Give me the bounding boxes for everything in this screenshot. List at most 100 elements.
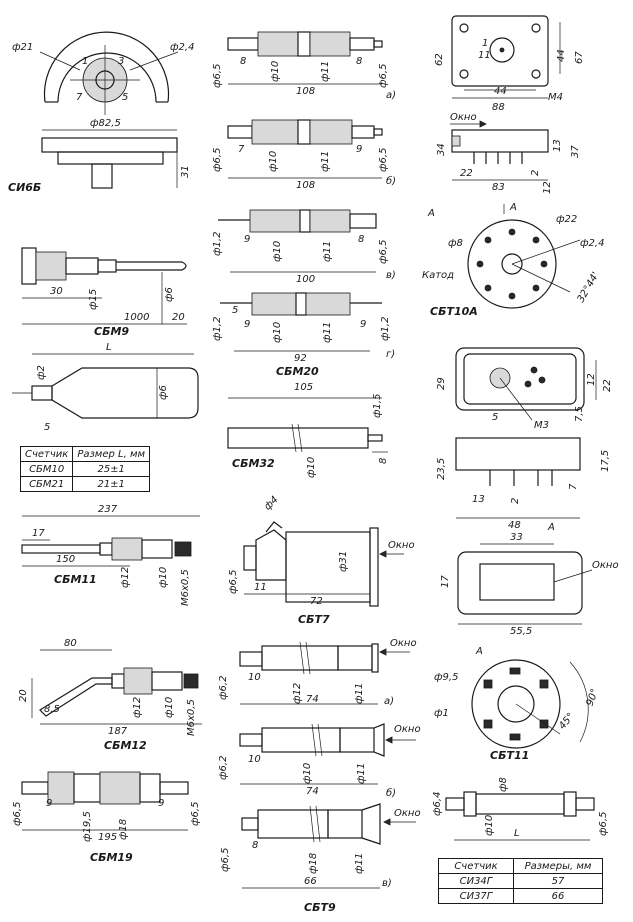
si6b-pin-5: 5 bbox=[122, 92, 129, 103]
sbm12-d12: ф12 bbox=[132, 696, 143, 718]
sbt9b-len-10: 10 bbox=[248, 754, 261, 765]
sbm19-d18: ф18 bbox=[118, 818, 129, 840]
sbt11-view: А bbox=[476, 646, 483, 657]
sbm11-thread: М6х0,5 bbox=[180, 569, 191, 606]
sbm20g-len-9-right: 9 bbox=[360, 319, 367, 330]
si34-drawing: ф6,4 ф8 ф10 ф6,5 L Счетчик Размеры, мм С… bbox=[430, 772, 630, 922]
sbm20-caption: СБМ20 bbox=[276, 365, 319, 378]
table-cell: 21±1 bbox=[72, 476, 151, 492]
sbt9v-d65: ф6,5 bbox=[220, 847, 231, 872]
sbt9v-d18: ф18 bbox=[308, 852, 319, 874]
mr-dim-75: 7,5 bbox=[574, 406, 585, 422]
sbm10-table-header: Счетчик Размер L, мм bbox=[19, 446, 151, 462]
sbm32-d15: ф1,5 bbox=[372, 393, 383, 418]
tr-dim-34: 34 bbox=[436, 143, 447, 156]
sbm20g-len-92: 92 bbox=[294, 353, 307, 364]
sbt11-d95: ф9,5 bbox=[434, 672, 459, 683]
sbm20v-len-100: 100 bbox=[296, 274, 316, 285]
sbm20b-len-9: 9 bbox=[356, 144, 363, 155]
sbm20g-d12-left: ф1,2 bbox=[212, 316, 223, 341]
sbm20v-d10: ф10 bbox=[272, 240, 283, 262]
sbm20a-tag: а) bbox=[386, 90, 397, 101]
table-cell: СБМ21 bbox=[19, 476, 74, 492]
sbt10a-d22: ф22 bbox=[556, 214, 578, 225]
sbm20a-shapes bbox=[227, 31, 383, 85]
sbt9v-len-66: 66 bbox=[304, 876, 317, 887]
sbm20a-drawing: ф6,5 8 ф10 ф11 8 ф6,5 108 а) bbox=[210, 14, 405, 104]
sbt9v-d11: ф11 bbox=[354, 852, 365, 874]
tr-dim-22: 22 bbox=[460, 168, 473, 179]
sbm20b-d65-left: ф6,5 bbox=[212, 147, 223, 172]
sbm19-len-9-left: 9 bbox=[46, 798, 53, 809]
mr-dim-13: 13 bbox=[472, 494, 485, 505]
sbt9v-len-8: 8 bbox=[252, 840, 259, 851]
sbm20a-len-108: 108 bbox=[296, 86, 316, 97]
si34-d65: ф6,5 bbox=[598, 811, 609, 836]
table-row: СБМ21 21±1 bbox=[19, 476, 151, 492]
sbm9-drawing: 30 ф15 ф6 1000 20 СБМ9 bbox=[12, 238, 202, 343]
sbm20a-len-8-right: 8 bbox=[356, 56, 363, 67]
si6b-pin-3: 3 bbox=[118, 56, 125, 67]
table-cell: 25±1 bbox=[72, 461, 151, 477]
sbm12-shapes bbox=[31, 649, 202, 725]
sbt7-shapes bbox=[243, 521, 404, 607]
sbt9v-shapes bbox=[241, 803, 416, 889]
sbt9a-shapes bbox=[239, 641, 410, 705]
sbt7-drawing: ф4 ф6,5 11 ф31 Окно 72 СБТ7 bbox=[226, 494, 426, 634]
top-right-drawing: 62 44 67 1 11 44 88 М4 Окно 34 13 37 22 … bbox=[430, 8, 630, 198]
sbm32-drawing: 105 ф1,5 8 ф10 СБМ32 bbox=[222, 378, 402, 478]
mr-dim-48: 48 bbox=[508, 520, 521, 531]
sbm19-drawing: ф6,5 9 ф19,5 ф18 9 ф6,5 195 СБМ19 bbox=[10, 760, 210, 872]
sbm10-shapes bbox=[12, 353, 199, 419]
sbm10-size-table: Счетчик Размер L, мм СБМ10 25±1 СБМ21 21… bbox=[19, 446, 151, 492]
sbm12-d10: ф10 bbox=[164, 696, 175, 718]
tr-dim-62: 62 bbox=[434, 53, 445, 66]
sbt9v-tag: в) bbox=[382, 878, 392, 889]
sbm11-d12: ф12 bbox=[120, 566, 131, 588]
table-cell: 57 bbox=[513, 873, 603, 889]
sbm9-d15: ф15 bbox=[88, 288, 99, 310]
sbt9b-d10: ф10 bbox=[302, 762, 313, 784]
sbt7-caption: СБТ7 bbox=[298, 613, 330, 626]
si6b-drawing: ф21 ф2,4 1 3 7 5 ф82,5 31 СИ6Б bbox=[8, 20, 200, 200]
table-cell: СИ34Г bbox=[438, 873, 514, 889]
table-cell: 66 bbox=[513, 888, 603, 904]
sbm20b-d10: ф10 bbox=[268, 150, 279, 172]
mr-thread: М3 bbox=[534, 420, 549, 431]
sbm20a-d10: ф10 bbox=[270, 60, 281, 82]
sbt9a-d11: ф11 bbox=[354, 682, 365, 704]
si6b-d-outer: ф21 bbox=[12, 42, 34, 53]
sbm32-caption: СБМ32 bbox=[232, 457, 275, 470]
mr-dim-22: 22 bbox=[602, 379, 613, 392]
sbm10-drawing: L ф2 ф6 5 Счетчик Размер L, мм СБМ10 25±… bbox=[12, 338, 207, 498]
sbm12-len-20: 20 bbox=[18, 689, 29, 702]
tr-pin-1: 1 bbox=[482, 38, 489, 49]
si34-table-h0: Счетчик bbox=[438, 858, 514, 874]
sbt11-d1: ф1 bbox=[434, 708, 449, 719]
sbm20v-shapes bbox=[218, 209, 377, 273]
sbm12-thread: М6х0,5 bbox=[186, 699, 197, 736]
sbt9a-d62: ф6,2 bbox=[218, 675, 229, 700]
sbm11-d10: ф10 bbox=[158, 566, 169, 588]
sbm9-len-20: 20 bbox=[172, 312, 185, 323]
sbm19-d195: ф19,5 bbox=[82, 811, 93, 842]
sbt10a-cathode: Катод bbox=[422, 270, 455, 281]
tr-dim-37: 37 bbox=[570, 145, 581, 158]
tr-dim-67: 67 bbox=[574, 51, 585, 64]
tr-dim-44-h: 44 bbox=[494, 86, 507, 97]
tr-dim-12: 12 bbox=[542, 181, 553, 194]
wb-window: Окно bbox=[592, 560, 619, 571]
mr-arrow-a: А bbox=[548, 522, 555, 533]
sbt7-len-72: 72 bbox=[310, 596, 323, 607]
si6b-height: 31 bbox=[180, 165, 191, 178]
si34-table-h1: Размеры, мм bbox=[513, 858, 603, 874]
sbm20v-d11: ф11 bbox=[322, 240, 333, 262]
tr-thread: М4 bbox=[548, 92, 563, 103]
si6b-shapes bbox=[39, 31, 179, 189]
sbm20g-d10: ф10 bbox=[272, 321, 283, 343]
sbt10a-d8: ф8 bbox=[448, 238, 463, 249]
sbt9v-window: Окно bbox=[394, 808, 421, 819]
sbt9b-drawing: Окно ф6,2 10 ф10 ф11 74 б) bbox=[214, 718, 424, 800]
sbm32-shapes bbox=[227, 397, 388, 453]
